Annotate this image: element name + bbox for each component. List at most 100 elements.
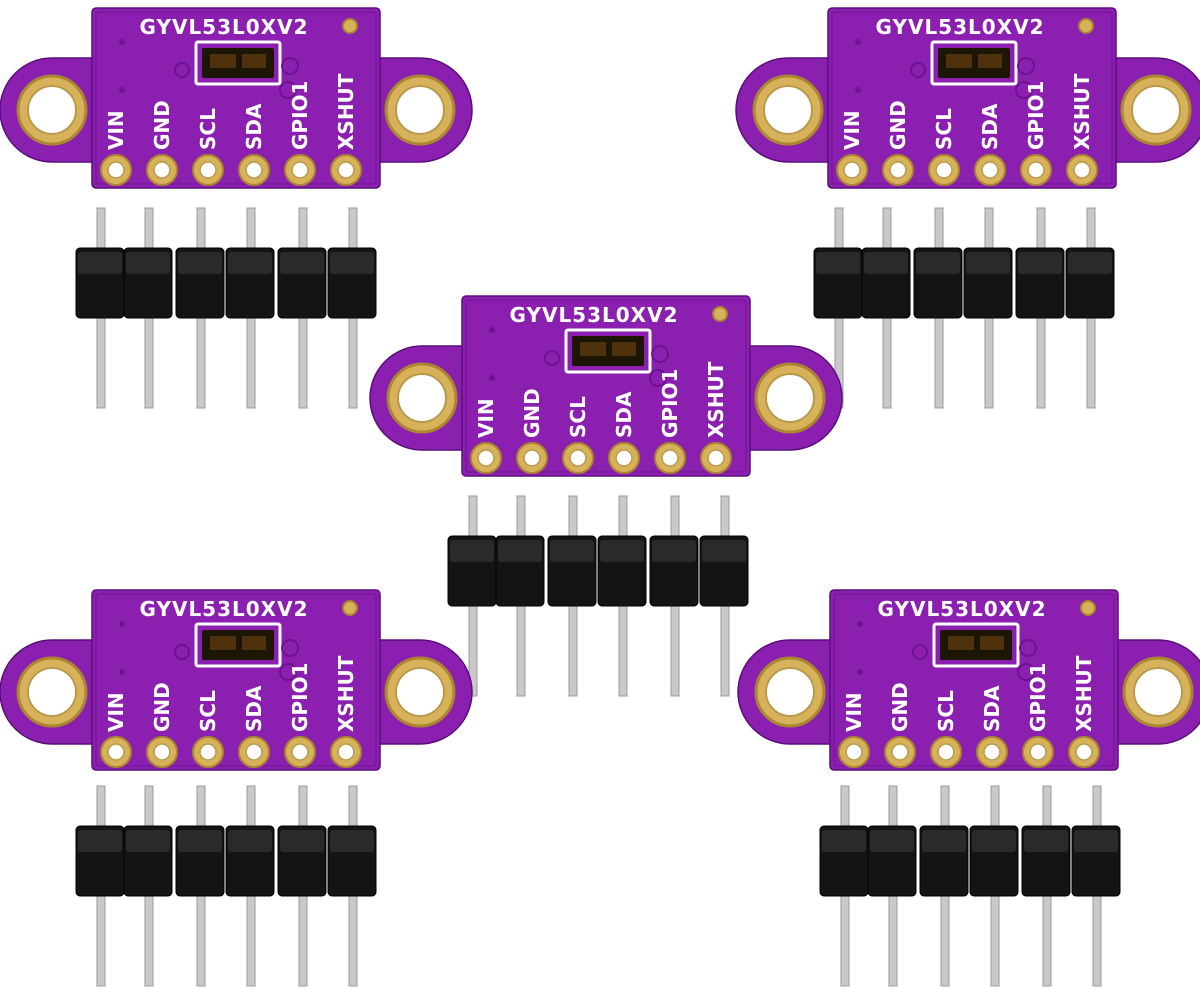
sensor-outline <box>930 40 1018 86</box>
sensor-outline <box>932 622 1020 668</box>
header-pin-top <box>882 207 892 255</box>
pcb-inner-edge <box>95 11 377 185</box>
pin-label: GND <box>150 682 174 732</box>
header-pin-bottom <box>720 599 730 697</box>
header-pin-top <box>1036 207 1046 255</box>
board-label: GYVL53L0XV2 <box>140 15 309 39</box>
pin-hole <box>569 449 587 467</box>
header-pin-bottom <box>1042 889 1052 987</box>
pin-hole <box>937 743 955 761</box>
sensor-window <box>210 636 236 650</box>
header-pin-top <box>618 495 628 543</box>
header-pin-top <box>196 785 206 833</box>
sensor-window <box>946 54 972 68</box>
header-pin-top <box>670 495 680 543</box>
header-plastic-highlight <box>816 252 860 274</box>
component-ring <box>544 350 560 366</box>
header-plastic-highlight <box>966 252 1010 274</box>
pin-hole <box>153 161 171 179</box>
pin-header <box>447 495 749 697</box>
header-pin-bottom <box>840 889 850 987</box>
header-pin-bottom <box>348 311 358 409</box>
pin-label: SDA <box>242 103 266 150</box>
header-pin-top <box>934 207 944 255</box>
pin-hole <box>615 449 633 467</box>
header-pin-bottom <box>1086 311 1096 409</box>
pin-label: GPIO1 <box>1026 663 1050 732</box>
header-pin-top <box>96 785 106 833</box>
header-pin-bottom <box>934 311 944 409</box>
pin-hole <box>981 161 999 179</box>
header-pin-top <box>1042 785 1052 833</box>
pin-label: SCL <box>196 108 220 150</box>
component-ring <box>174 644 190 660</box>
header-plastic-highlight <box>498 540 542 562</box>
component-ring <box>281 639 299 657</box>
pin-label: GPIO1 <box>658 369 682 438</box>
header-pin-bottom <box>1036 311 1046 409</box>
header-pin-bottom <box>990 889 1000 987</box>
component-ring <box>1017 57 1035 75</box>
header-plastic-highlight <box>652 540 696 562</box>
header-pin-bottom <box>144 889 154 987</box>
header-plastic-highlight <box>228 252 272 274</box>
header-pin-bottom <box>888 889 898 987</box>
pin-label: VIN <box>104 692 128 732</box>
header-pin-top <box>246 207 256 255</box>
via-dot <box>119 621 125 627</box>
pin-header <box>75 785 377 987</box>
header-plastic-highlight <box>280 252 324 274</box>
sensor-window <box>242 54 266 68</box>
sensor-window <box>978 54 1002 68</box>
component-ring <box>651 345 669 363</box>
pin-label: XSHUT <box>1070 73 1094 150</box>
via-pad <box>712 306 728 322</box>
mounting-hole-opening <box>395 667 445 717</box>
pin-hole <box>1073 161 1091 179</box>
header-pin-top <box>348 785 358 833</box>
sensor-window <box>210 54 236 68</box>
pin-hole <box>935 161 953 179</box>
pin-label: SCL <box>932 108 956 150</box>
header-pin-top <box>940 785 950 833</box>
pin-hole <box>891 743 909 761</box>
via-dot <box>855 87 861 93</box>
pin-label: VIN <box>474 398 498 438</box>
component-ring <box>174 62 190 78</box>
component-ring <box>279 81 297 99</box>
header-plastic-highlight <box>228 830 272 852</box>
via-dot <box>489 327 495 333</box>
component-ring <box>279 663 297 681</box>
sensor-window <box>948 636 974 650</box>
header-pin-top <box>568 495 578 543</box>
pcb-board <box>829 589 1119 771</box>
pin-hole <box>199 161 217 179</box>
pin-label: VIN <box>104 110 128 150</box>
header-pin-top <box>298 785 308 833</box>
header-plastic-highlight <box>550 540 594 562</box>
header-pin-bottom <box>196 889 206 987</box>
pin-label: XSHUT <box>334 655 358 732</box>
pcb-board <box>91 7 381 189</box>
header-plastic-highlight <box>702 540 746 562</box>
pin-hole <box>107 161 125 179</box>
header-plastic-highlight <box>126 830 170 852</box>
pin-label: XSHUT <box>704 361 728 438</box>
pin-label: VIN <box>842 692 866 732</box>
board-label: GYVL53L0XV2 <box>876 15 1045 39</box>
pin-label: XSHUT <box>334 73 358 150</box>
header-plastic-highlight <box>178 830 222 852</box>
header-plastic-highlight <box>1018 252 1062 274</box>
pcb-inner-edge <box>95 593 377 767</box>
header-pin-top <box>96 207 106 255</box>
header-pin-top <box>720 495 730 543</box>
via-dot <box>119 669 125 675</box>
pin-hole <box>477 449 495 467</box>
header-pin-top <box>840 785 850 833</box>
component-ring <box>1015 81 1033 99</box>
header-pin-top <box>468 495 478 543</box>
header-plastic-highlight <box>330 830 374 852</box>
